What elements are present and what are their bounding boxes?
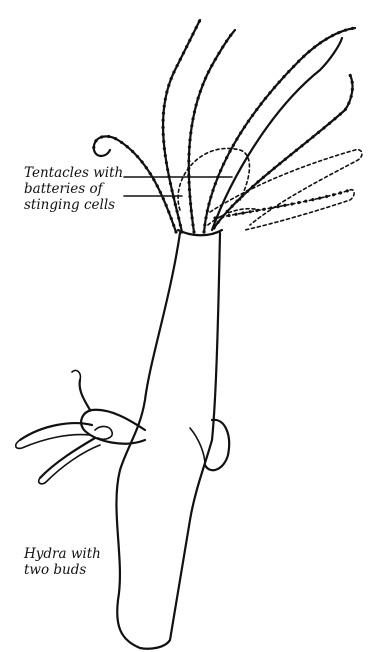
tentacles (94, 20, 355, 232)
hydra-label-line-2: two buds (24, 562, 101, 578)
hydra-body (116, 230, 229, 649)
hydra-label-line-1: Hydra with (24, 546, 101, 562)
tentacles-label-line-2: batteries of (24, 181, 123, 197)
tentacles-label: Tentacles with batteries of stinging cel… (24, 165, 123, 213)
hydra-label: Hydra with two buds (24, 546, 101, 578)
tentacles-label-line-1: Tentacles with (24, 165, 123, 181)
left-bud (16, 370, 145, 483)
tentacles-label-line-3: stinging cells (24, 197, 123, 213)
